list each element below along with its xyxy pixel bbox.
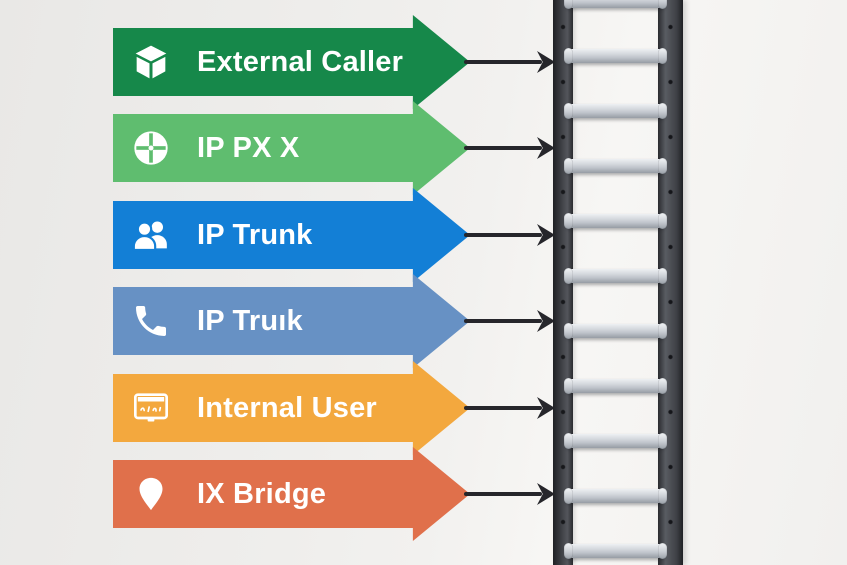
banner-ip-trunk: IP Trunk: [113, 188, 470, 282]
connector-line: [464, 319, 542, 323]
banner-ip-truik: IP Truık: [113, 274, 470, 368]
banner-ip-pxx: IP PX X: [113, 101, 470, 195]
banner-label: IP Truık: [197, 304, 303, 337]
banner-ix-bridge: IX Bridge: [113, 447, 470, 541]
monitor-icon: [130, 387, 172, 429]
ladder-rung: [564, 488, 667, 504]
ladder-rung: [564, 48, 667, 64]
banner-label: IP PX X: [197, 131, 300, 164]
ladder-rung: [564, 378, 667, 394]
cube-icon: [130, 41, 172, 83]
people-icon: [130, 214, 172, 256]
connector-line: [464, 60, 542, 64]
ladder-rung: [564, 433, 667, 449]
ladder-rung: [564, 158, 667, 174]
connector-line: [464, 233, 542, 237]
connector-line: [464, 492, 542, 496]
ladder-rung: [564, 103, 667, 119]
phone-icon: [130, 300, 172, 342]
ladder-rung: [564, 543, 667, 559]
location-pin-icon: [130, 473, 172, 515]
plus-circle-icon: [130, 127, 172, 169]
banner-label: Internal User: [197, 391, 377, 424]
ladder-rung: [564, 213, 667, 229]
banner-label: IP Trunk: [197, 218, 313, 251]
ladder-rung: [564, 0, 667, 9]
banner-label: External Caller: [197, 45, 404, 78]
banner-internal-user: Internal User: [113, 361, 470, 455]
banner-label: IX Bridge: [197, 477, 327, 510]
connector-line: [464, 146, 542, 150]
ladder-rung: [564, 268, 667, 284]
banner-external-caller: External Caller: [113, 15, 470, 109]
ladder-left-rail: [553, 0, 573, 565]
ladder-rung: [564, 323, 667, 339]
connector-line: [464, 406, 542, 410]
